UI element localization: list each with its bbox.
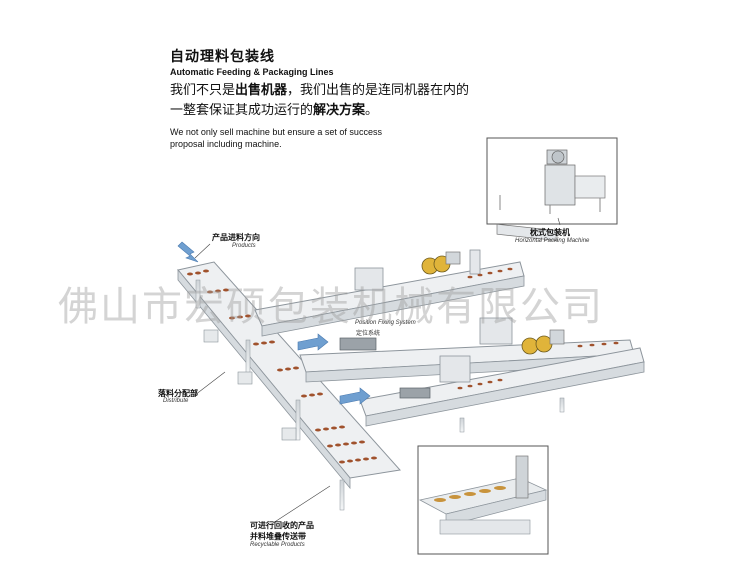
page-title: 自动理料包装线: [170, 49, 275, 65]
lower-packing-branch: [359, 347, 645, 433]
slogan-text: 我们不只是: [170, 83, 236, 98]
slogan-text: 。: [365, 103, 379, 118]
position-system-label-en: Position Fixing System: [355, 320, 416, 326]
packing-machine-label-en: Horizontal Packing Machine: [515, 238, 590, 244]
recycle-label-line-1: 可进行回收的产品: [250, 521, 314, 530]
slogan-line-1: 我们不只是出售机器，我们出售的是连同机器在内的: [170, 83, 469, 99]
packing-machine-label: 枕式包装机: [530, 228, 570, 237]
recycle-conveyor-inset: [417, 445, 549, 555]
flow-arrows: [177, 241, 371, 405]
slogan-emphasis: 解决方案: [313, 103, 366, 118]
description-line-2: proposal including machine.: [170, 139, 282, 149]
packing-machine-inset: [486, 137, 618, 241]
upper-packing-branch: [254, 249, 525, 337]
slogan-text: 一整套保证其成功运行的: [170, 103, 314, 118]
recycle-label-en: Recyclable Products: [250, 542, 305, 548]
slogan-emphasis: 出售机器: [235, 83, 288, 98]
slogan-line-2: 一整套保证其成功运行的解决方案。: [170, 103, 378, 119]
position-system-label: 定位系统: [356, 331, 381, 337]
description-line-1: We not only sell machine but ensure a se…: [170, 127, 382, 137]
distribute-label: 落料分配部: [158, 389, 198, 398]
main-feed-conveyor: [177, 261, 401, 511]
distribute-label-en: Distribute: [163, 398, 189, 404]
label-pointers: [194, 217, 561, 526]
recycle-label-line-2: 并料堆叠传送带: [250, 532, 306, 541]
slogan-text: ，我们出售的是连同机器在内的: [287, 83, 470, 98]
products-label: 产品进料方向: [212, 233, 260, 242]
products-label-en: Products: [232, 243, 256, 249]
company-watermark: 佛山市宏硕包装机械有限公司: [58, 284, 604, 330]
page-subtitle: Automatic Feeding & Packaging Lines: [170, 67, 334, 77]
